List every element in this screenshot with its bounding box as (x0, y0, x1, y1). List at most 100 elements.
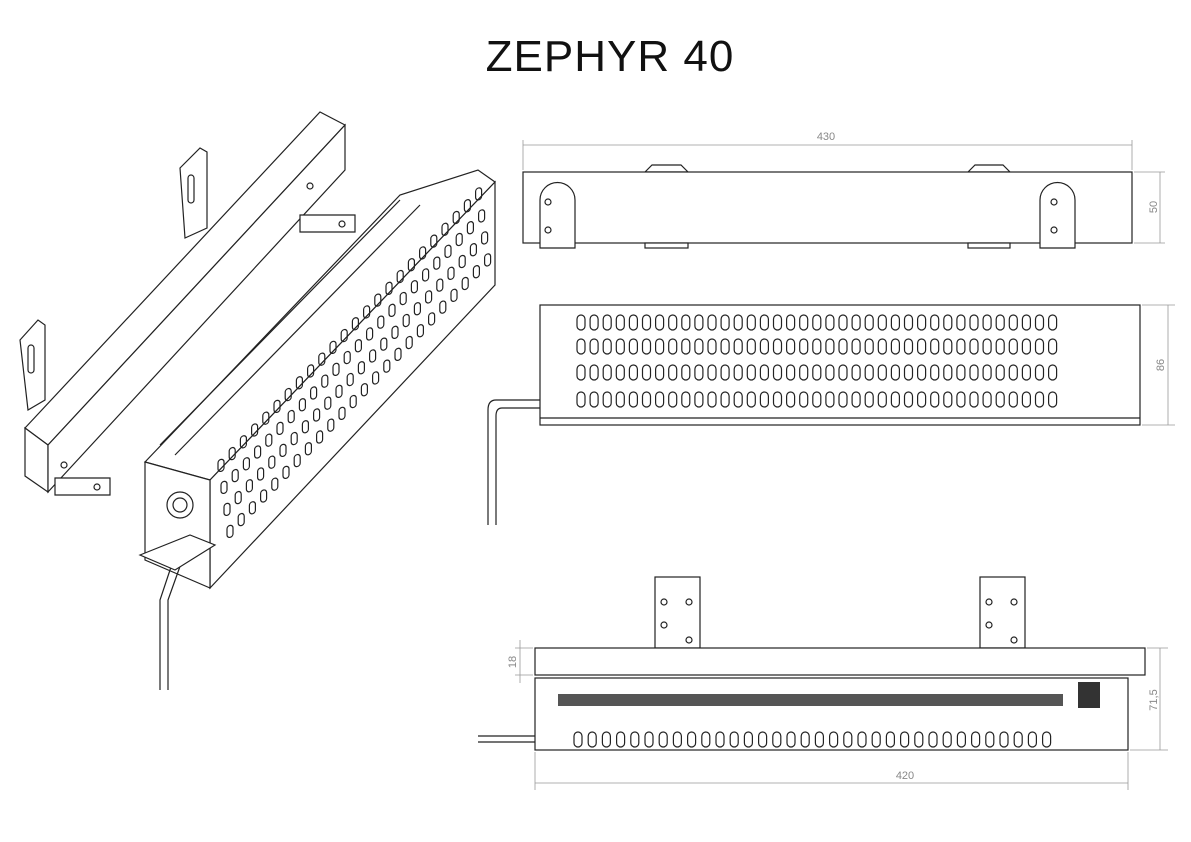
vent-slot (601, 731, 612, 748)
vent-slot (329, 340, 337, 355)
vent-slot (851, 364, 861, 381)
vent-slot (720, 338, 730, 355)
vent-slot (812, 364, 822, 381)
vent-slot (1008, 314, 1018, 331)
vent-slot (668, 338, 678, 355)
vent-slot (930, 364, 940, 381)
vent-slot (351, 317, 359, 331)
vent-slot (251, 423, 259, 437)
vent-slot (257, 467, 265, 481)
isometric-slots (217, 187, 492, 539)
vent-slot (838, 338, 848, 355)
vent-slot (746, 338, 756, 355)
vent-slot (441, 222, 449, 236)
vent-slot (372, 371, 380, 385)
vent-slot (455, 232, 463, 247)
vent-slot (301, 420, 309, 434)
vent-slot (956, 314, 966, 331)
vent-slot (707, 391, 717, 408)
vent-slot (484, 253, 492, 267)
vent-slot (335, 384, 343, 399)
vent-slot (576, 391, 586, 408)
vent-slot (343, 350, 351, 365)
vent-slot (943, 314, 953, 331)
vent-slot (930, 338, 940, 355)
drawing-title: ZEPHYR 40 (485, 32, 735, 81)
vent-slot (654, 364, 665, 381)
vent-slot (383, 359, 391, 373)
vent-slot (903, 314, 914, 331)
vent-slot (428, 312, 436, 326)
vent-slot (413, 302, 421, 316)
vent-slot (681, 391, 691, 408)
vent-slot (615, 391, 625, 408)
vent-slot (313, 408, 321, 422)
rail-foot-top (299, 214, 356, 233)
vent-slot (694, 364, 704, 381)
vent-slot (746, 364, 756, 381)
vent-slot (458, 254, 466, 269)
vent-slot (349, 394, 357, 409)
vent-slot (916, 364, 927, 381)
vent-slot (447, 266, 455, 280)
vent-slot (273, 399, 281, 414)
vent-slot (615, 731, 626, 748)
vent-slot (346, 372, 354, 387)
vent-slot (857, 731, 867, 748)
dim-86: 86 (1155, 359, 1167, 371)
vent-slot (589, 314, 599, 331)
vent-slot (1034, 391, 1045, 408)
vent-slot (391, 325, 399, 339)
vent-slot (287, 409, 295, 424)
vent-slot (615, 364, 625, 381)
vent-slot (686, 731, 697, 748)
vent-slot (772, 314, 783, 331)
vent-slot (268, 455, 276, 469)
bracket-left (539, 181, 576, 249)
vent-slot (715, 731, 725, 748)
vent-slot (864, 338, 874, 355)
rail-bracket-left (19, 319, 46, 411)
vent-slot (321, 374, 329, 388)
vent-slot (396, 269, 404, 284)
vent-slot (589, 364, 599, 381)
vent-slot (672, 731, 683, 748)
front-view: 86 (487, 304, 1175, 525)
vent-slot (628, 391, 639, 408)
top-view-body (522, 171, 1133, 244)
vent-slot (1034, 364, 1045, 381)
vent-slot (1008, 338, 1018, 355)
vent-slot (799, 364, 809, 381)
motor (1078, 682, 1100, 708)
bottom-bracket-right (979, 576, 1026, 649)
vent-slot (999, 731, 1009, 748)
vent-slot (654, 338, 665, 355)
vent-slot (576, 338, 586, 355)
vent-slot (930, 391, 940, 408)
vent-slot (914, 731, 924, 748)
bottom-view: 18 71,5 420 (478, 576, 1168, 790)
vent-slot (1047, 338, 1058, 355)
vent-slot (969, 364, 979, 381)
vent-slot (694, 391, 704, 408)
vent-slot (615, 314, 625, 331)
vent-slot (1034, 338, 1045, 355)
vent-slot (1021, 391, 1032, 408)
vent-slot (644, 731, 654, 748)
vent-slot (707, 314, 717, 331)
dim-50: 50 (1148, 201, 1160, 213)
front-cable (487, 399, 540, 525)
vent-slot (324, 396, 332, 410)
vent-slot (658, 731, 668, 748)
vent-slot (262, 411, 270, 425)
vent-slot (366, 327, 374, 341)
vent-slot (903, 391, 914, 408)
vent-slot (654, 314, 665, 331)
vent-slot (407, 258, 415, 272)
vent-slot (668, 314, 678, 331)
vent-slot (733, 314, 743, 331)
vent-slot (759, 364, 770, 381)
vent-slot (234, 490, 242, 505)
vent-slot (800, 731, 810, 748)
vent-slot (1047, 314, 1058, 331)
